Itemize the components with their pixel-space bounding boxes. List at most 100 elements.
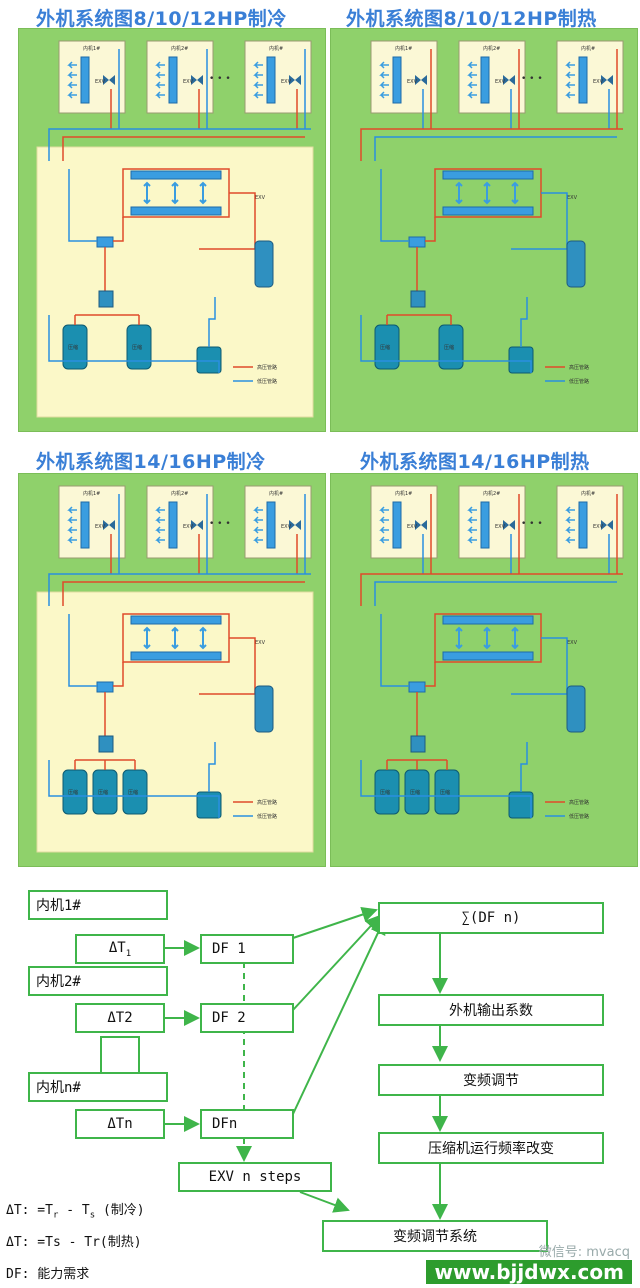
- indoor-unit-label: 内机2#: [171, 45, 188, 52]
- indoor-coil: [266, 501, 276, 549]
- return-line: [48, 315, 220, 373]
- exv-label: EXV: [407, 524, 418, 530]
- fan-arrow: [199, 181, 207, 205]
- four-way-valve: [96, 681, 114, 693]
- delta-tn-label: ΔTn: [107, 1116, 133, 1132]
- delta-t2-box: ΔT2: [75, 1003, 165, 1033]
- main-gas-line: [48, 573, 311, 606]
- indoor-coil: [168, 56, 178, 104]
- airflow-arrow: [253, 526, 263, 534]
- outdoor-coil-top: [442, 615, 534, 625]
- airflow-arrow: [467, 516, 477, 524]
- df2-box: DF 2: [200, 1003, 294, 1033]
- airflow-arrow: [253, 81, 263, 89]
- inner-unit-n-label: 内机n#: [36, 1080, 81, 1096]
- inner-unit-1-box: 内机1#: [28, 890, 168, 920]
- suction-line: [68, 169, 97, 242]
- main-liquid-line: [62, 136, 305, 161]
- exv-valve-icon: [289, 75, 301, 85]
- delta-tn-box: ΔTn: [75, 1109, 165, 1139]
- airflow-arrow: [155, 506, 165, 514]
- airflow-arrow: [67, 71, 77, 79]
- discharge-to-hx: [425, 662, 436, 687]
- df2-label: DF 2: [212, 1010, 246, 1026]
- return-line: [360, 760, 532, 818]
- exv-label: EXV: [95, 79, 106, 85]
- schematic-svg: 内机1#EXV内机2#EXV内机#EXV• • •EXV压缩压缩高压管路低压管路: [360, 40, 624, 385]
- airflow-arrow: [565, 506, 575, 514]
- airflow-arrow: [155, 536, 165, 544]
- airflow-arrow: [67, 81, 77, 89]
- outdoor-exv-label: EXV: [255, 640, 266, 646]
- airflow-arrow: [379, 61, 389, 69]
- arrow-dfn-sum: [292, 918, 386, 1115]
- exv-label: EXV: [281, 524, 292, 530]
- exv-steps-label: EXV n steps: [208, 1169, 302, 1185]
- airflow-arrow: [379, 71, 389, 79]
- fan-arrow: [171, 626, 179, 650]
- fan-arrow: [143, 181, 151, 205]
- oil-separator: [410, 735, 426, 753]
- hx-to-exv-line: [199, 192, 256, 250]
- legend-low-label: 低压管路: [569, 813, 589, 820]
- indoor-dots: • • •: [209, 519, 231, 529]
- compressor-label: 压缩: [380, 789, 390, 796]
- delta-t1-box: ΔT1: [75, 934, 165, 964]
- exv-label: EXV: [495, 79, 506, 85]
- exv-valve-icon: [191, 75, 203, 85]
- outdoor-coil-bottom: [442, 206, 534, 216]
- airflow-arrow: [467, 81, 477, 89]
- indoor-dots: • • •: [521, 519, 543, 529]
- hx-to-exv-line: [199, 637, 256, 695]
- schematic-svg: 内机1#EXV内机2#EXV内机#EXV• • •EXV压缩压缩高压管路低压管路: [36, 40, 314, 418]
- compressor-label: 压缩: [68, 344, 78, 351]
- indoor-coil: [578, 56, 588, 104]
- main-gas-line: [360, 573, 623, 606]
- outdoor-coil-top: [442, 170, 534, 180]
- exv-valve-icon: [503, 75, 515, 85]
- fan-arrow: [171, 181, 179, 205]
- main-liquid-line: [374, 136, 617, 161]
- accumulator-tank: [254, 240, 274, 288]
- delta-t1-label: ΔT1: [108, 939, 132, 959]
- fan-arrow: [455, 181, 463, 205]
- exv-label: EXV: [183, 79, 194, 85]
- freq-adjust-label: 变频调节: [463, 1073, 519, 1089]
- indoor-dots: • • •: [209, 74, 231, 84]
- airflow-arrow: [155, 91, 165, 99]
- four-way-valve: [408, 681, 426, 693]
- airflow-arrow: [67, 536, 77, 544]
- accumulator-tank: [254, 685, 274, 733]
- indoor-coil: [80, 56, 90, 104]
- airflow-arrow: [155, 81, 165, 89]
- airflow-arrow: [379, 81, 389, 89]
- indoor-unit-label: 内机2#: [171, 490, 188, 497]
- legend-heating: ΔT: =Ts - Tr(制热): [6, 1235, 142, 1250]
- exv-label: EXV: [495, 524, 506, 530]
- airflow-arrow: [565, 526, 575, 534]
- compressor-label: 压缩: [440, 789, 450, 796]
- fan-arrow: [483, 181, 491, 205]
- airflow-arrow: [565, 71, 575, 79]
- inner-unit-2-box: 内机2#: [28, 966, 168, 996]
- airflow-arrow: [67, 91, 77, 99]
- airflow-arrow: [467, 91, 477, 99]
- airflow-arrow: [253, 91, 263, 99]
- compressor-label: 压缩: [132, 344, 142, 351]
- outdoor-exv-label: EXV: [567, 195, 578, 201]
- inner-unit-n-box: 内机n#: [28, 1072, 168, 1102]
- exv-steps-box: EXV n steps: [178, 1162, 332, 1192]
- fan-arrow: [511, 181, 519, 205]
- airflow-arrow: [67, 516, 77, 524]
- suction-line: [380, 614, 409, 687]
- df1-box: DF 1: [200, 934, 294, 964]
- exv-valve-icon: [191, 520, 203, 530]
- legend-low-label: 低压管路: [257, 378, 277, 385]
- indoor-unit-label: 内机1#: [83, 490, 100, 497]
- compressor-label: 压缩: [380, 344, 390, 351]
- fan-arrow: [483, 626, 491, 650]
- airflow-arrow: [467, 506, 477, 514]
- compressor-freq-label: 压缩机运行频率改变: [428, 1141, 554, 1157]
- airflow-arrow: [155, 71, 165, 79]
